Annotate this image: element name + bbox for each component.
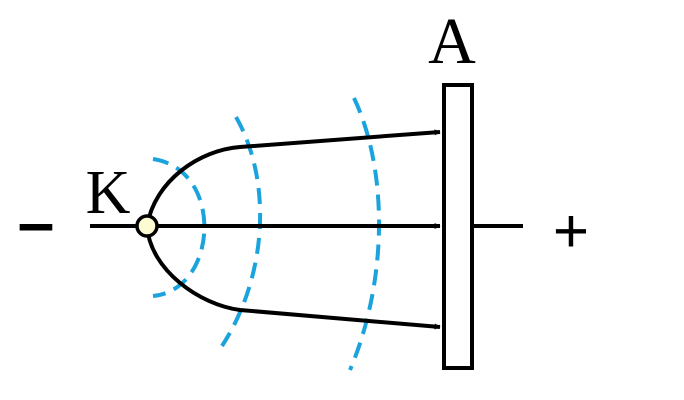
field-line-lower — [145, 225, 441, 330]
positive-terminal-label: + — [553, 197, 589, 266]
anode-label: A — [428, 5, 476, 78]
negative-terminal-label: – — [18, 185, 55, 259]
field-line-upper — [145, 129, 441, 227]
cathode-label: K — [86, 159, 131, 227]
equipotential-line-inner — [152, 157, 207, 298]
cathode-point — [135, 214, 159, 238]
equipotential-line-middle — [220, 116, 263, 348]
anode-plate — [442, 83, 474, 370]
